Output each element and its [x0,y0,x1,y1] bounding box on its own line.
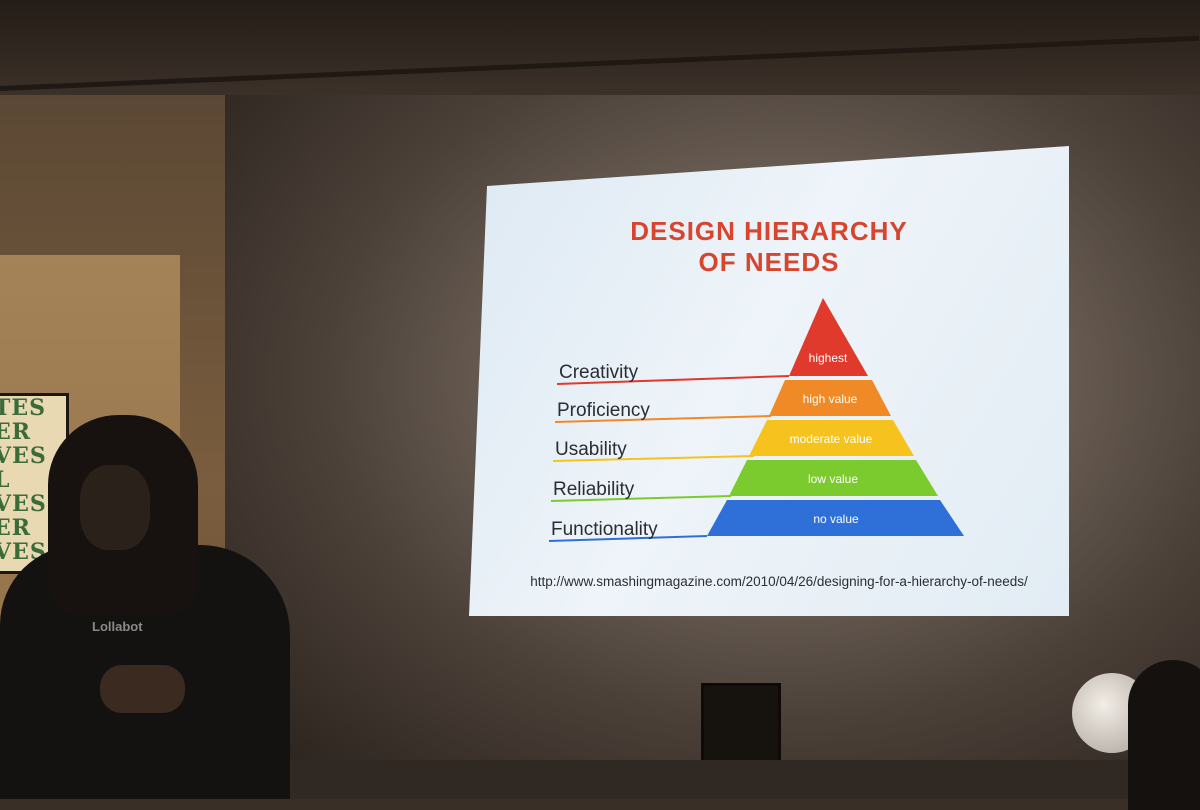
band-label-highest: highest [809,351,848,365]
audience-head [1128,660,1200,810]
slide-title: DESIGN HIERARCHY OF NEEDS [599,216,939,278]
poster-line: ER [0,419,32,445]
presenter-face [80,465,150,550]
shirt-logo-text: Lollabot [92,619,143,634]
band-label-no-value: no value [813,512,859,526]
poster-line: ER [0,515,32,541]
poster-line: TES [0,395,47,421]
pyramid-band-low-value [729,460,938,496]
pyramid-band-high-value [769,380,891,416]
pyramid-band-moderate-value [749,420,914,456]
slide-title-line-1: DESIGN HIERARCHY [630,216,908,246]
level-label-usability: Usability [555,439,627,460]
projection-screen: DESIGN HIERARCHY OF NEEDS Creativity hig… [469,146,1069,616]
band-label-high-value: high value [803,392,858,406]
level-label-proficiency: Proficiency [557,400,650,421]
presenter: Lollabot [0,415,290,799]
pyramid-level-functionality: Functionality no value [549,500,964,542]
level-label-creativity: Creativity [559,362,639,383]
pyramid-level-usability: Usability moderate value [552,420,914,462]
presenter-hands [100,665,185,713]
poster-line: VES [0,443,47,469]
pyramid-band-highest [789,298,868,376]
band-label-moderate-value: moderate value [790,432,873,446]
level-label-reliability: Reliability [553,479,635,500]
level-label-functionality: Functionality [551,519,658,540]
pyramid-level-creativity: Creativity highest [556,298,868,385]
band-label-low-value: low value [808,472,858,486]
pyramid-level-proficiency: Proficiency high value [554,380,891,423]
slide-source-url: http://www.smashingmagazine.com/2010/04/… [530,574,1028,589]
poster-line: L [0,468,66,492]
hierarchy-pyramid: Creativity highest Proficiency high valu… [549,298,964,542]
poster-line: VES [0,491,47,517]
pyramid-band-no-value [707,500,964,536]
table [230,760,1200,799]
slide-title-line-2: OF NEEDS [698,247,840,277]
pyramid-level-reliability: Reliability low value [550,460,938,502]
